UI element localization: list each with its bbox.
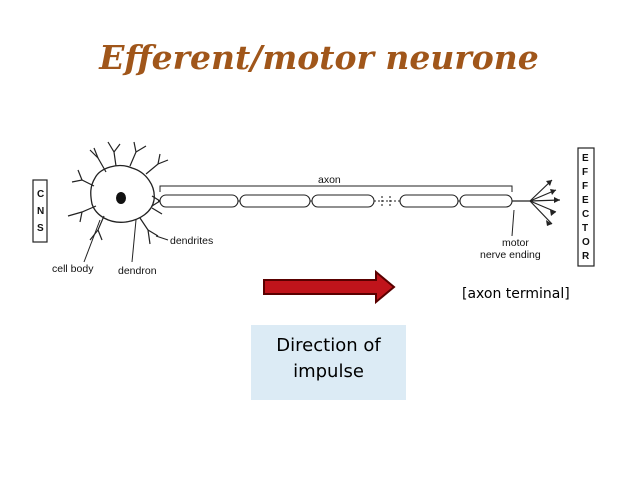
label-nerve-ending: nerve ending — [480, 249, 541, 261]
label-dendron: dendron — [118, 265, 157, 277]
direction-arrow — [263, 269, 396, 305]
axon-bracket — [159, 185, 513, 192]
slide-title: Efferent/motor neurone — [99, 38, 539, 77]
axon-terminal-label: [axon terminal] — [462, 286, 570, 302]
cns-letter: N — [37, 206, 44, 217]
label-axon: axon — [318, 174, 341, 186]
cns-box — [32, 179, 48, 243]
pointer-lines — [83, 209, 515, 263]
effector-letter: F — [582, 167, 588, 178]
nucleus — [116, 192, 126, 204]
nerve-ending-tips — [546, 180, 560, 226]
dendrites — [67, 141, 169, 245]
effector-letters: E F F E C T O R — [582, 153, 590, 262]
effector-letter: R — [582, 251, 590, 262]
effector-letter: F — [582, 181, 588, 192]
effector-letter: E — [582, 195, 589, 206]
label-cell-body: cell body — [52, 263, 94, 275]
axon — [158, 194, 520, 208]
direction-line1: Direction of — [276, 335, 381, 356]
effector-letter: O — [582, 237, 590, 248]
cns-letter: C — [37, 189, 44, 200]
label-dendrites: dendrites — [170, 235, 213, 247]
direction-box: Direction of impulse — [251, 325, 406, 400]
effector-box — [577, 147, 595, 267]
label-motor: motor — [502, 237, 529, 249]
effector-letter: T — [582, 223, 588, 234]
effector-letter: E — [582, 153, 589, 164]
direction-line2: impulse — [293, 361, 364, 382]
effector-letter: C — [582, 209, 589, 220]
motor-nerve-ending — [512, 179, 561, 225]
cns-letter: S — [37, 223, 44, 234]
